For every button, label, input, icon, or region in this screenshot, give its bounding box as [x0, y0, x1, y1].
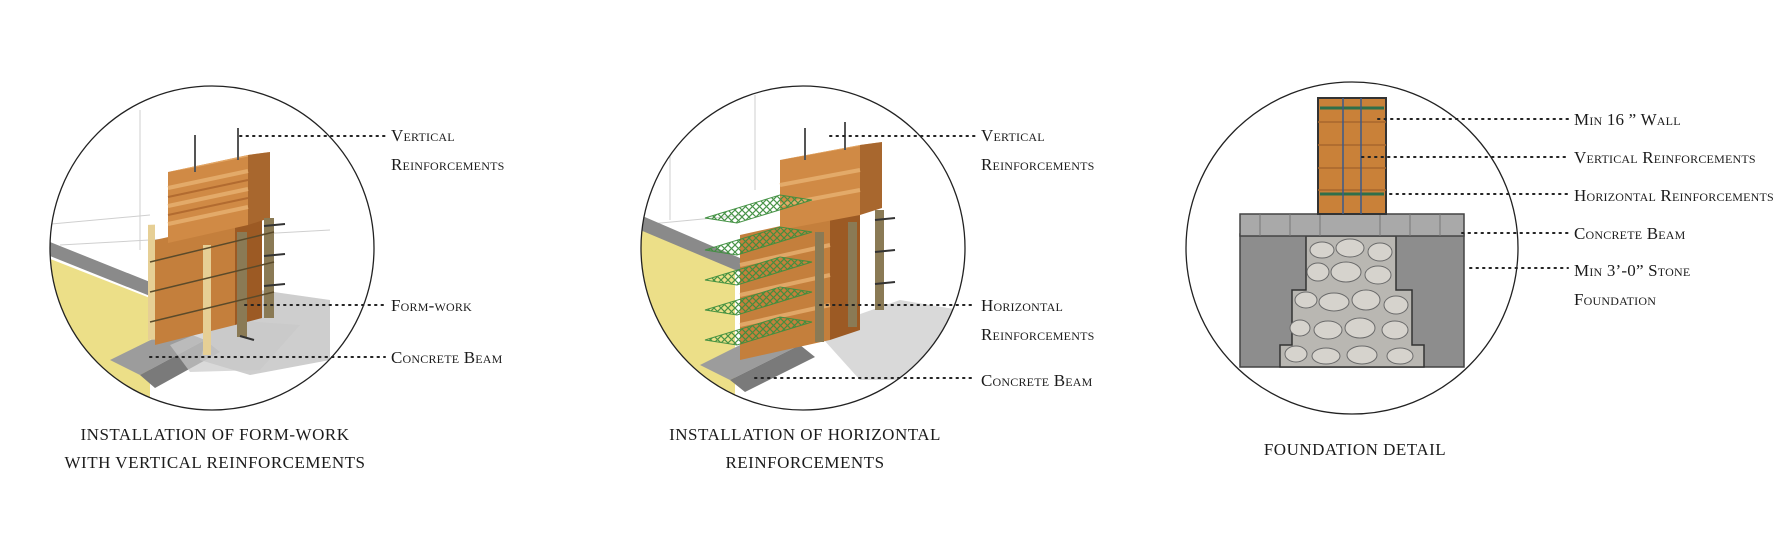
caption-panel-1: INSTALLATION OF FORM-WORK WITH VERTICAL … — [64, 425, 366, 472]
label-horizontal-reinforcements: Horizontal Reinforcements — [981, 296, 1095, 344]
caption-panel-3: FOUNDATION DETAIL — [1263, 440, 1447, 459]
label-min-wall: Min 16 ” Wall — [1574, 110, 1681, 129]
label-vertical-reinforcements-1: Vertical Reinforcements — [391, 126, 505, 174]
earth-wall-front — [155, 222, 235, 345]
panel-1-illustration — [49, 85, 386, 411]
label-horizontal-reinforcements-3: Horizontal Reinforcements — [1574, 186, 1774, 205]
horizontal-mesh-layers — [704, 194, 813, 346]
panel-2-illustration — [640, 85, 976, 411]
caption-panel-2: INSTALLATION OF HORIZONTAL REINFORCEMENT… — [669, 425, 941, 472]
panel-1-leaders — [149, 135, 386, 358]
label-stone-foundation: Min 3’-0” Stone Foundation — [1574, 261, 1691, 309]
label-concrete-beam-2: Concrete Beam — [981, 371, 1093, 390]
label-concrete-beam-1: Concrete Beam — [391, 348, 503, 367]
label-vertical-reinforcements-3: Vertical Reinforcements — [1574, 148, 1756, 167]
formwork-planks — [148, 218, 286, 355]
horizontal-reinforcement-marks — [1320, 106, 1384, 196]
label-vertical-reinforcements-2: Vertical Reinforcements — [981, 126, 1095, 174]
panel-3-leaders — [1361, 118, 1569, 269]
vertical-reinforcement-bars — [1342, 98, 1362, 214]
label-concrete-beam-3: Concrete Beam — [1574, 224, 1686, 243]
label-form-work: Form-work — [391, 296, 472, 315]
panel-2-leaders — [754, 135, 976, 379]
concrete-beam — [50, 238, 160, 300]
panel-3-illustration — [1185, 81, 1569, 415]
concrete-beam-section — [1239, 213, 1465, 237]
